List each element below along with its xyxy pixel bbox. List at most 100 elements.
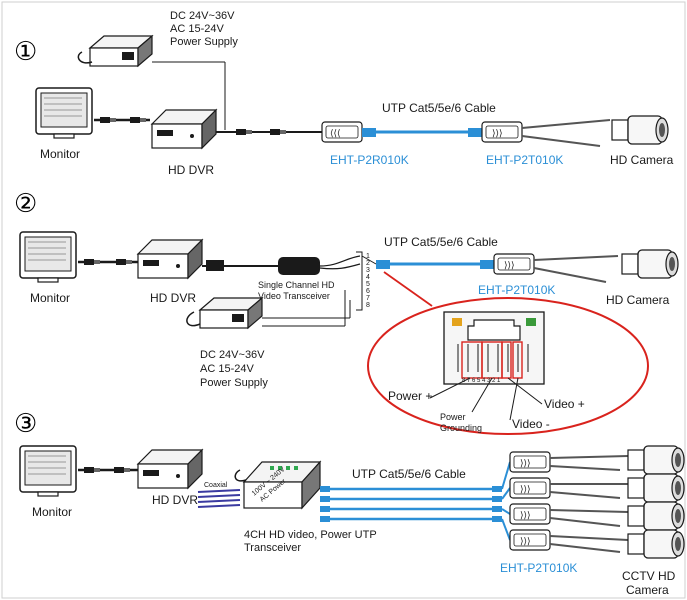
- 4ch-transceiver-icon: [242, 460, 322, 510]
- video-plus-highlight: [501, 341, 512, 379]
- balun-arrow-icon: ⟩⟩⟩: [492, 128, 503, 138]
- camera-cable: [549, 517, 621, 527]
- pin-label: 4: [366, 274, 370, 281]
- bnc-plug-icon: [100, 117, 116, 123]
- section-2-number: ②: [14, 189, 37, 219]
- bnc-plug-icon: [270, 129, 286, 135]
- camera-cable: [549, 465, 621, 471]
- pin-label: 3: [366, 267, 370, 274]
- camera-channel-1: ⟩⟩⟩: [509, 445, 685, 475]
- camera-icon: [627, 529, 685, 559]
- video-minus-label: Video -: [512, 417, 550, 431]
- monitor-label: Monitor: [40, 147, 80, 161]
- pin-label: 5: [366, 281, 370, 288]
- monitor-label: Monitor: [30, 291, 70, 305]
- camera-power-cable: [533, 255, 619, 261]
- bnc-plug-icon: [84, 259, 100, 265]
- leader-line: [507, 377, 543, 405]
- camera-label: HD Camera: [606, 293, 670, 307]
- coaxial-cable: [197, 494, 241, 498]
- power-grounding-label-1: Power: [440, 412, 466, 422]
- led-orange-icon: [452, 318, 462, 326]
- pin-numbers: 8 7 6 5 4 3 2 1: [462, 378, 501, 384]
- monitor-icon: [35, 87, 93, 139]
- pin-label: 6: [366, 288, 370, 295]
- status-led-icon: [294, 466, 298, 470]
- status-led-icon: [270, 466, 274, 470]
- dvr-icon: [151, 109, 217, 149]
- rj45-plug-icon: [468, 128, 482, 137]
- pin-label: 8: [366, 302, 370, 309]
- balun-arrow-icon: ⟨⟨⟨: [330, 128, 341, 138]
- psu-label-line-2: AC 15-24V: [170, 23, 224, 35]
- balun-arrow-icon: ⟩⟩⟩: [520, 510, 531, 520]
- power-plus-label: Power +: [388, 389, 432, 403]
- rj45-plug-icon: [362, 128, 376, 137]
- psu-label-line-1: DC 24V~36V: [170, 10, 235, 22]
- camera-channel-4: ⟩⟩⟩: [509, 529, 685, 559]
- dvr-label: HD DVR: [168, 163, 214, 177]
- camera-channel-3: ⟩⟩⟩: [509, 501, 685, 531]
- camera-cable: [549, 543, 621, 553]
- camera-channel-2: ⟩⟩⟩: [509, 473, 685, 503]
- power-grounding-label-2: Grounding: [440, 423, 482, 433]
- callout-pointer: [383, 271, 433, 307]
- psu-label-line-3: Power Supply: [200, 377, 268, 389]
- section-2: ② Monitor HD DVR Single Channel HD Video…: [14, 189, 679, 435]
- rj45-plug-icon: [492, 486, 502, 492]
- transmitter-model: EHT-P2T010K: [500, 561, 577, 575]
- utp-branch: [501, 508, 511, 515]
- transceiver-front: [243, 481, 303, 509]
- psu-label-line-1: DC 24V~36V: [200, 349, 265, 361]
- dvr-icon: [137, 449, 203, 489]
- rj45-plug-icon: [492, 496, 502, 502]
- camera-icon: [627, 473, 685, 503]
- psu-label-line-2: AC 15-24V: [200, 363, 254, 375]
- pair-wire: [319, 263, 361, 270]
- status-led-icon: [286, 466, 290, 470]
- camera-icon: [627, 445, 685, 475]
- utp-cable-label: UTP Cat5/5e/6 Cable: [352, 467, 466, 481]
- transceiver-label-line-2: Video Transceiver: [258, 291, 330, 301]
- camera-label-line-2: Camera: [626, 583, 669, 597]
- leader-line: [471, 377, 493, 413]
- psu-label-line-3: Power Supply: [170, 36, 238, 48]
- terminal-block: 1 2 3 4 5 6 7 8: [356, 251, 370, 311]
- section-3-number: ③: [14, 409, 37, 439]
- leader-line: [509, 377, 519, 421]
- camera-icon: [627, 501, 685, 531]
- camera-icon: [611, 115, 669, 145]
- monitor-icon: [19, 445, 77, 497]
- psu-cord-icon: [186, 311, 201, 327]
- transceiver-label-line-1: 4CH HD video, Power UTP: [244, 529, 377, 541]
- utp-cable-label: UTP Cat5/5e/6 Cable: [382, 101, 496, 115]
- led-green-icon: [526, 318, 536, 326]
- pin-label: 2: [366, 260, 370, 267]
- bnc-plug-icon: [130, 117, 146, 123]
- pin-label: 1: [366, 253, 370, 260]
- leader-line: [429, 377, 471, 399]
- receiver-model: EHT-P2R010K: [330, 153, 409, 167]
- utp-cable-label: UTP Cat5/5e/6 Cable: [384, 235, 498, 249]
- rj45-plug-icon: [376, 260, 390, 269]
- utp-branch: [501, 461, 511, 490]
- rj45-plug-icon: [320, 516, 330, 522]
- rj45-plug-icon: [320, 496, 330, 502]
- bnc-plug-icon: [236, 129, 252, 135]
- section-3: ③ Monitor HD DVR Coaxial 100V ~ 240V AC …: [14, 409, 685, 597]
- coaxial-cable: [197, 499, 241, 503]
- coaxial-cable: [197, 489, 241, 493]
- transceiver-label-line-2: Transceiver: [244, 542, 301, 554]
- dvr-label: HD DVR: [150, 291, 196, 305]
- dvr-label: HD DVR: [152, 493, 198, 507]
- camera-cable: [549, 509, 629, 513]
- camera-power-cable: [521, 119, 611, 129]
- camera-video-cable: [521, 135, 601, 147]
- rj45-latch: [467, 319, 521, 341]
- bnc-plug-icon: [114, 467, 130, 473]
- camera-video-cable: [533, 267, 607, 283]
- ac-cord-icon: [234, 469, 247, 482]
- monitor-icon: [19, 231, 77, 283]
